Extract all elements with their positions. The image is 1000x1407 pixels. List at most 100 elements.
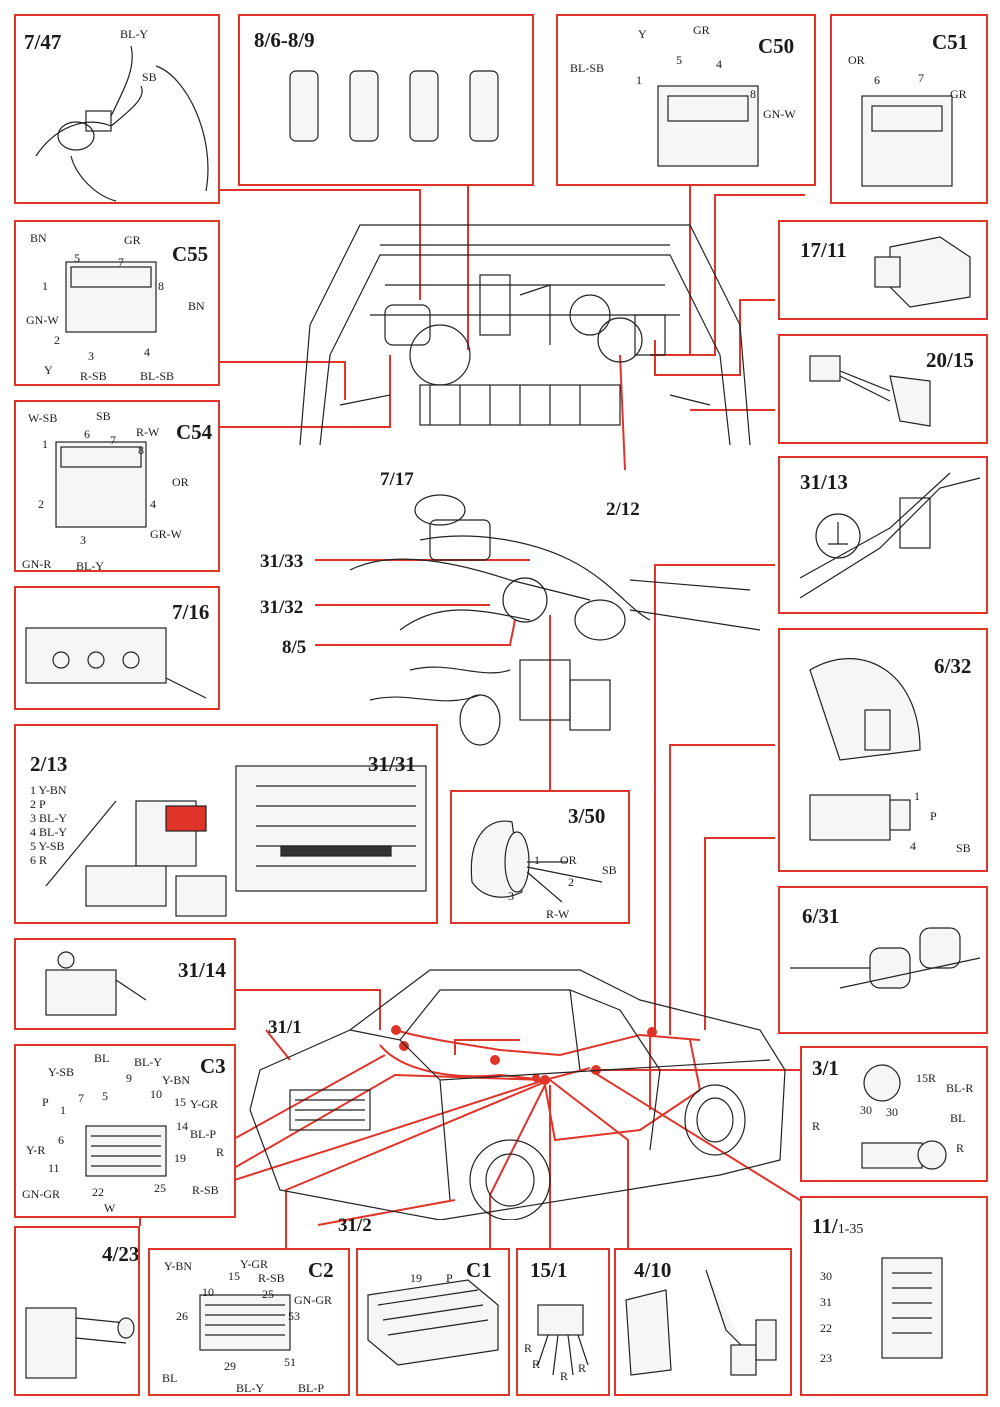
box-title-sub: 1-35 [837, 1222, 864, 1237]
wire-label: BL-R [946, 1081, 974, 1095]
wire-label: 8 [750, 87, 756, 101]
wire-label: 14 [176, 1119, 188, 1133]
box-c1: C1 19 P [356, 1248, 510, 1396]
wire-label: 10 [202, 1285, 214, 1299]
wire-label: 19 [410, 1271, 422, 1285]
box-c3: C3 BL BL-Y Y-SB 9 Y-BN 7 5 10 15 Y-GR P … [14, 1044, 236, 1218]
box-title: 11/1-35 [812, 1214, 864, 1238]
wire-label: 29 [224, 1359, 236, 1373]
wire-label: Y-SB [48, 1065, 75, 1079]
box-c54: C54 W-SB SB 1 6 7 R-W 8 OR 2 4 GR-W 3 GN… [14, 400, 220, 572]
wire-label: 4 [910, 839, 916, 853]
wire-label: 8 [138, 443, 144, 457]
callout-7-17: 7/17 [380, 469, 414, 490]
wire-label: 53 [288, 1309, 300, 1323]
box-title: 3/1 [812, 1056, 839, 1080]
engine-bay-illustration [299, 224, 751, 446]
box-title: C1 [466, 1258, 492, 1282]
box-title: 31/13 [800, 470, 848, 494]
wire-label: GN-W [763, 107, 796, 121]
wire-label: SB [96, 409, 111, 423]
box-title: 2/13 [30, 752, 68, 776]
wire-label: BL-Y [134, 1055, 162, 1069]
box-title: C50 [758, 34, 795, 58]
box-title: 7/47 [24, 30, 62, 54]
car-illustration [249, 969, 786, 1220]
box-c2: C2 Y-BN Y-GR 15 R-SB 10 25 GN-GR 26 53 2… [148, 1248, 350, 1396]
box-7-16: 7/16 [14, 586, 220, 710]
wire-label: 51 [284, 1355, 296, 1369]
box-title: C3 [200, 1054, 226, 1078]
wire-label: Y-BN [164, 1259, 193, 1273]
wire-label: 31 [820, 1295, 832, 1309]
wire-label: BL [162, 1371, 178, 1385]
box-20-15: 20/15 [778, 334, 988, 444]
wire-label: BN [188, 299, 205, 313]
wire-label: SB [142, 70, 157, 84]
wire-label: BL-Y [120, 27, 148, 41]
box-c55: C55 BN GR 5 7 1 8 BN GN-W 2 3 4 Y R-SB B… [14, 220, 220, 386]
box-c51: C51 OR 6 7 GR [830, 14, 988, 204]
wire-label: GN-W [26, 313, 59, 327]
legend-item: 4 BL-Y [30, 825, 67, 839]
wire-label: BL-SB [140, 369, 175, 383]
box-title: 6/31 [802, 904, 840, 928]
wire-label: 19 [174, 1151, 186, 1165]
box-4-10: 4/10 [614, 1248, 792, 1396]
callout-31-33: 31/33 [260, 551, 304, 572]
wire-label: 1 [914, 789, 920, 803]
box-title: 4/10 [634, 1258, 672, 1282]
wire-label: GN-R [22, 557, 52, 571]
wire-label: GN-GR [22, 1187, 60, 1201]
wire-label: 3 [80, 533, 86, 547]
wire-label: 3 [508, 889, 514, 903]
wire-label: 5 [676, 53, 682, 67]
wire-label: 15 [174, 1095, 186, 1109]
wire-label: R-W [136, 425, 160, 439]
box-title: 20/15 [926, 348, 974, 372]
engine-detail-illustration [349, 494, 761, 746]
wire-label: 23 [820, 1351, 832, 1365]
wire-label: 22 [820, 1321, 832, 1335]
box-c50: C50 Y GR 5 4 BL-SB 1 8 GN-W [556, 14, 816, 186]
wire-label: Y-GR [240, 1257, 269, 1271]
box-title: C54 [176, 420, 213, 444]
wire-label: 7 [918, 71, 924, 85]
wire-label: 30 [886, 1105, 898, 1119]
wire-label: 7 [78, 1091, 84, 1105]
wire-label: BL [950, 1111, 966, 1125]
wire-label: P [42, 1095, 49, 1109]
wire-label: 26 [176, 1309, 188, 1323]
box-4-23: 4/23 [14, 1226, 140, 1396]
wire-label: 11 [48, 1161, 60, 1175]
box-title: C55 [172, 242, 209, 266]
wire-label: R [956, 1141, 965, 1155]
wire-label: 25 [154, 1181, 166, 1195]
wire-label: Y [44, 363, 53, 377]
wire-label: Y-BN [162, 1073, 191, 1087]
box-title: 8/6-8/9 [254, 28, 315, 52]
callout-2-12: 2/12 [606, 499, 640, 520]
wire-label: GN-GR [294, 1293, 332, 1307]
wire-label: 6 [84, 427, 90, 441]
wire-label: SB [602, 863, 617, 877]
wire-label: 6 [874, 73, 880, 87]
wire-label: BL-P [298, 1381, 325, 1395]
legend-item: 5 Y-SB [30, 839, 65, 853]
box-8-6-8-9: 8/6-8/9 [238, 14, 534, 186]
wire-label: Y [638, 27, 647, 41]
wire-label: 8 [158, 279, 164, 293]
wire-label: BN [30, 231, 47, 245]
wire-label: GR [950, 87, 967, 101]
wire-label: 4 [150, 497, 156, 511]
wire-label: Y-R [26, 1143, 46, 1157]
wire-label: R [524, 1341, 533, 1355]
wire-label: Y-GR [190, 1097, 219, 1111]
wire-label: W-SB [28, 411, 58, 425]
wire-label: 22 [92, 1185, 104, 1199]
box-15-1: 15/1 R R R R [516, 1248, 610, 1396]
wire-label: 3 [88, 349, 94, 363]
box-title: 31/14 [178, 958, 226, 982]
box-17-11: 17/11 [778, 220, 988, 320]
